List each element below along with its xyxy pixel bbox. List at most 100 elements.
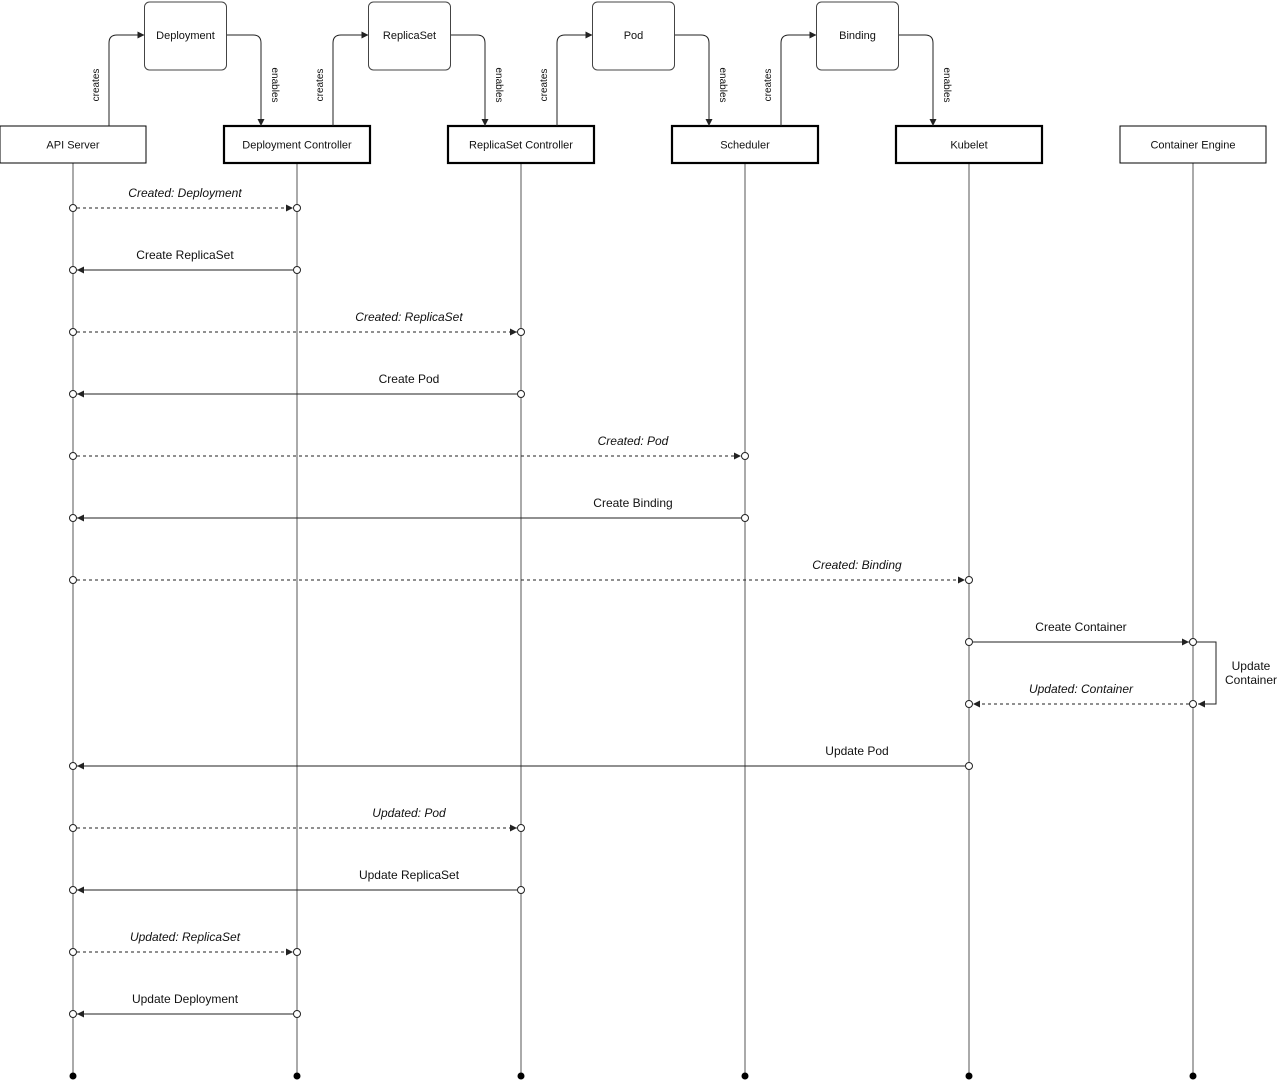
resource-box [144,1,227,71]
message-4: Created: Pod [69,434,749,460]
message-label: Create Pod [379,372,440,386]
lifelines [69,163,1197,1080]
message-start-dot [69,328,77,336]
resource-replicaset: ReplicaSet creates enables [315,1,504,126]
participant-rsc: ReplicaSet Controller [446,124,596,165]
resource-box [592,1,675,71]
message-start-dot [1189,700,1197,708]
participant-label-dc: Deployment Controller [242,140,352,152]
creates-connector [108,31,145,126]
message-start-dot [293,1010,301,1018]
message-start-dot [965,638,973,646]
message-9: Update Pod [69,744,973,770]
enables-label: enables [941,67,952,102]
message-11: Update ReplicaSet [69,868,525,894]
self-loop-label: Container [1225,673,1277,687]
resource-label: Pod [624,30,644,42]
lifeline-end-rsc [517,1072,525,1080]
message-start-dot [69,204,77,212]
lifeline-end-kub [965,1072,973,1080]
message-2: Created: ReplicaSet [69,310,525,336]
creates-connector [556,31,593,126]
self-loop-label: Update [1232,659,1271,673]
participant-dc: Deployment Controller [222,124,372,165]
message-label: Update ReplicaSet [359,868,460,882]
message-label: Create ReplicaSet [136,248,234,262]
participant-label-ce: Container Engine [1150,140,1235,152]
message-start-dot [965,762,973,770]
lifeline-end-dc [293,1072,301,1080]
message-start-dot [293,266,301,274]
message-12: Updated: ReplicaSet [69,930,301,956]
message-end-dot [1189,638,1197,646]
enables-connector [450,34,489,126]
message-8: Updated: Container [965,682,1197,708]
participant-box-sch [670,124,820,165]
message-label: Updated: Container [1029,682,1134,696]
message-end-dot [69,266,77,274]
resource-deployment: Deployment creates enables [91,1,280,126]
resource-box [816,1,899,71]
message-label: Updated: Pod [372,806,446,820]
message-label: Create Container [1035,620,1126,634]
message-end-dot [69,1010,77,1018]
participant-box-api [0,125,147,164]
message-label: Created: ReplicaSet [355,310,463,324]
participant-box-rsc [446,124,596,165]
message-label: Update Pod [825,744,888,758]
message-start-dot [69,948,77,956]
participant-box-kub [894,124,1044,165]
message-1: Create ReplicaSet [69,248,301,274]
message-end-dot [69,514,77,522]
enables-connector [898,34,937,126]
enables-connector [226,34,265,126]
message-end-dot [517,328,525,336]
message-6: Created: Binding [69,558,973,584]
participant-sch: Scheduler [670,124,820,165]
message-end-dot [293,948,301,956]
participant-box-ce [1119,125,1267,164]
message-label: Created: Binding [812,558,902,572]
message-10: Updated: Pod [69,806,525,832]
message-end-dot [965,576,973,584]
message-end-dot [293,204,301,212]
message-label: Update Deployment [132,992,239,1006]
message-start-dot [69,824,77,832]
resource-label: ReplicaSet [383,30,436,42]
message-label: Created: Deployment [128,186,242,200]
participant-kub: Kubelet [894,124,1044,165]
participant-label-rsc: ReplicaSet Controller [469,140,573,152]
enables-connector [674,34,713,126]
creates-label: creates [315,69,326,102]
message-start-dot [69,452,77,460]
participant-ce: Container Engine [1119,125,1267,164]
message-end-dot [69,886,77,894]
enables-label: enables [269,67,280,102]
message-end-dot [69,390,77,398]
participant-api: API Server [0,125,147,164]
message-start-dot [741,514,749,522]
creates-connector [780,31,817,126]
message-end-dot [741,452,749,460]
enables-label: enables [717,67,728,102]
message-start-dot [69,576,77,584]
self-loop-line [1197,641,1217,708]
enables-label: enables [493,67,504,102]
message-start-dot [517,390,525,398]
message-7: Create Container [965,620,1197,646]
lifeline-end-sch [741,1072,749,1080]
creates-label: creates [91,69,102,102]
resource-label: Deployment [156,30,215,42]
message-3: Create Pod [69,372,525,398]
creates-label: creates [763,69,774,102]
creates-label: creates [539,69,550,102]
message-end-dot [965,700,973,708]
resource-pod: Pod creates enables [539,1,728,126]
participant-label-kub: Kubelet [950,140,987,152]
lifeline-end-ce [1189,1072,1197,1080]
message-end-dot [517,824,525,832]
message-end-dot [69,762,77,770]
